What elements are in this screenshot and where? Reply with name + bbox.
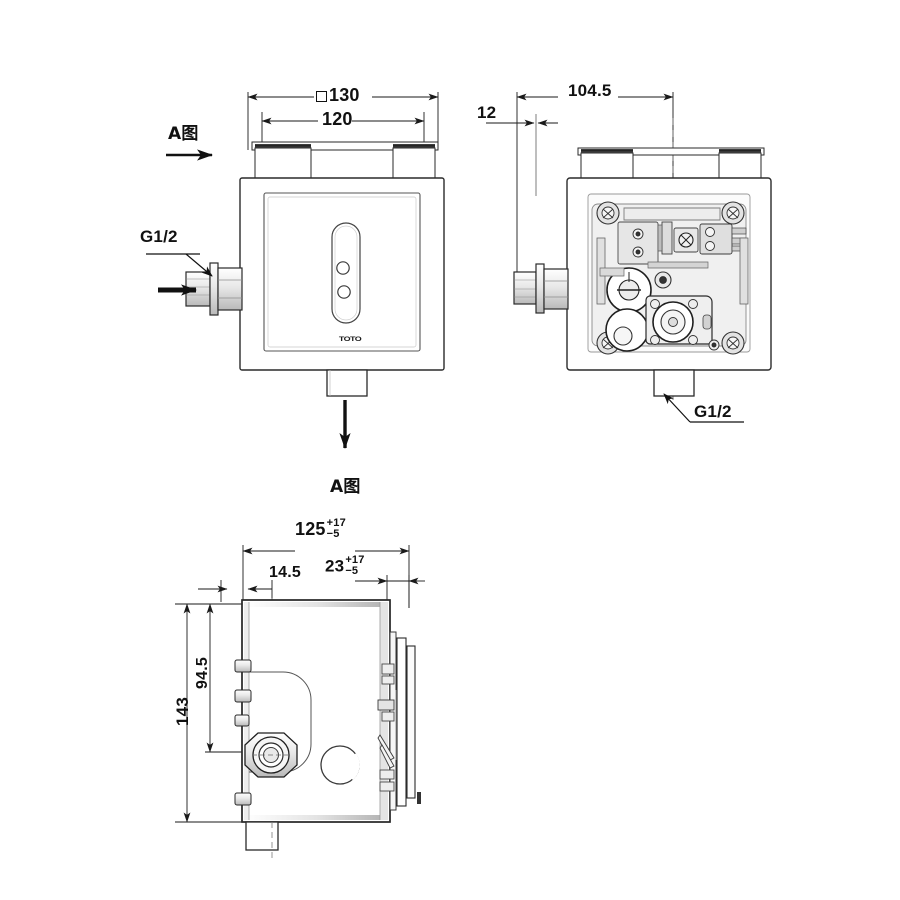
toto-logo: TOTO [338, 334, 362, 343]
section-a-outlet [245, 821, 279, 860]
dim-label-143: 143 [172, 697, 192, 726]
front-view-top-flange [251, 141, 439, 181]
g-half-leader-front [146, 253, 213, 277]
front-view-outlet [326, 369, 368, 397]
sensor-led-lower [337, 285, 351, 299]
dim-label-23: 23+17−5 [325, 554, 365, 578]
connector-block [699, 223, 733, 255]
dim-label-12: 12 [477, 103, 497, 122]
internal-view-top-flange [577, 147, 765, 181]
section-a-view-group [175, 545, 425, 860]
section-a-body [241, 599, 391, 823]
front-view-group [146, 92, 445, 397]
label-g-half-outlet: G1/2 [694, 402, 732, 421]
a-view-label-top: A图 [168, 124, 199, 144]
dim-label-94-5: 94.5 [193, 657, 211, 689]
dim-label-120: 120 [322, 109, 353, 129]
section-a-left-clips [234, 659, 252, 806]
g-half-leader-internal [663, 393, 744, 423]
internal-view-outlet [653, 369, 695, 397]
internal-view-group [486, 92, 772, 423]
solenoid-block [617, 221, 659, 265]
section-a-internal-outline [249, 671, 360, 785]
sensor-led-upper [336, 261, 350, 275]
section-a-front-panel [377, 631, 421, 811]
internal-mechanism [591, 201, 749, 355]
a-view-label-bottom: A图 [330, 477, 361, 497]
label-g-half-inlet: G1/2 [140, 227, 178, 246]
section-a-inlet-nut [244, 732, 298, 778]
section-a-dimension-lines [175, 545, 425, 823]
dim-label-125: 125+17−5 [295, 517, 346, 541]
front-view-inlet-fitting [185, 262, 243, 316]
sensor-window [331, 222, 361, 324]
square-symbol-icon [316, 91, 327, 102]
internal-view-inlet-fitting [513, 263, 569, 314]
valve-stem [661, 221, 673, 255]
dim-label-130: 130 [316, 86, 360, 104]
dim-label-14-5: 14.5 [269, 564, 301, 581]
front-view-dimension-lines [247, 92, 439, 152]
dim-label-104-5: 104.5 [568, 81, 612, 100]
